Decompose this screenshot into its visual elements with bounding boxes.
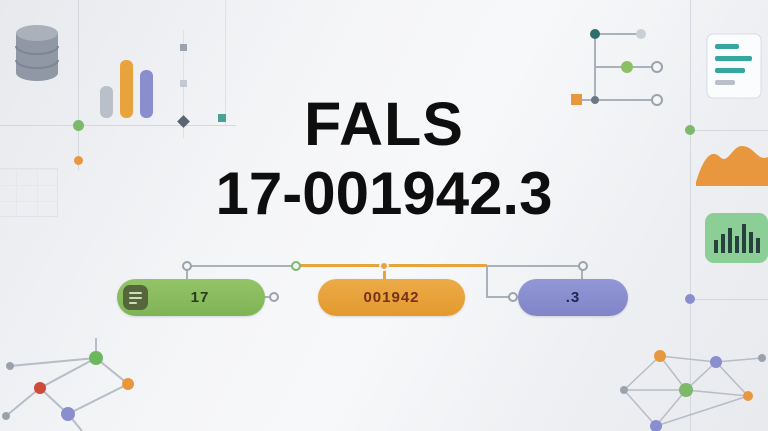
- document-badge-icon: [123, 285, 148, 310]
- headline: FALS 17-001942.3: [0, 94, 768, 224]
- node-purple: [685, 294, 695, 304]
- connector-stub: [186, 266, 188, 281]
- segment-pill-middle: 001942: [318, 279, 465, 316]
- bar-chart-icon: [98, 52, 160, 125]
- grid-line-horizontal: [690, 130, 768, 131]
- database-icon: [8, 22, 66, 91]
- node-orange: [74, 156, 83, 165]
- connector-node-orange: [379, 261, 389, 271]
- connector-node: [508, 292, 518, 302]
- node-square-teal: [218, 114, 226, 122]
- area-wave-icon: [696, 136, 768, 191]
- grid-line-horizontal: [690, 299, 768, 300]
- grid-line-horizontal: [0, 125, 236, 126]
- node-square-gray: [180, 44, 187, 51]
- pill-label: 17: [190, 289, 210, 306]
- node-green: [685, 125, 695, 135]
- connector-node: [578, 261, 588, 271]
- connector-stub: [581, 266, 583, 281]
- connector-elbow-horizontal: [486, 296, 512, 298]
- pill-label: .3: [565, 289, 581, 306]
- document-icon: [706, 33, 762, 104]
- node-square-light: [180, 80, 187, 87]
- connector-short: [263, 296, 273, 298]
- pill-label: 001942: [363, 289, 420, 306]
- segment-pill-suffix: .3: [518, 279, 628, 316]
- headline-line1: FALS: [304, 90, 464, 158]
- table-grid-decoration: [0, 168, 58, 217]
- headline-line2: 17-001942.3: [215, 160, 553, 227]
- connector-node-green: [291, 261, 301, 271]
- grid-line-vertical: [225, 0, 226, 126]
- network-graph-icon: [0, 336, 160, 431]
- mesh-graph-icon: [612, 338, 768, 431]
- connector-stub: [383, 266, 386, 281]
- equalizer-panel-icon: [705, 213, 768, 268]
- connector-node: [269, 292, 279, 302]
- connector-line-orange: [300, 264, 487, 267]
- node-green: [73, 120, 84, 131]
- grid-line-vertical: [690, 0, 691, 431]
- commit-graph-icon: [565, 22, 675, 117]
- connector-elbow-vertical: [486, 266, 488, 297]
- segment-pill-prefix: 17: [117, 279, 265, 316]
- grid-line-vertical: [78, 0, 79, 170]
- connector-node: [182, 261, 192, 271]
